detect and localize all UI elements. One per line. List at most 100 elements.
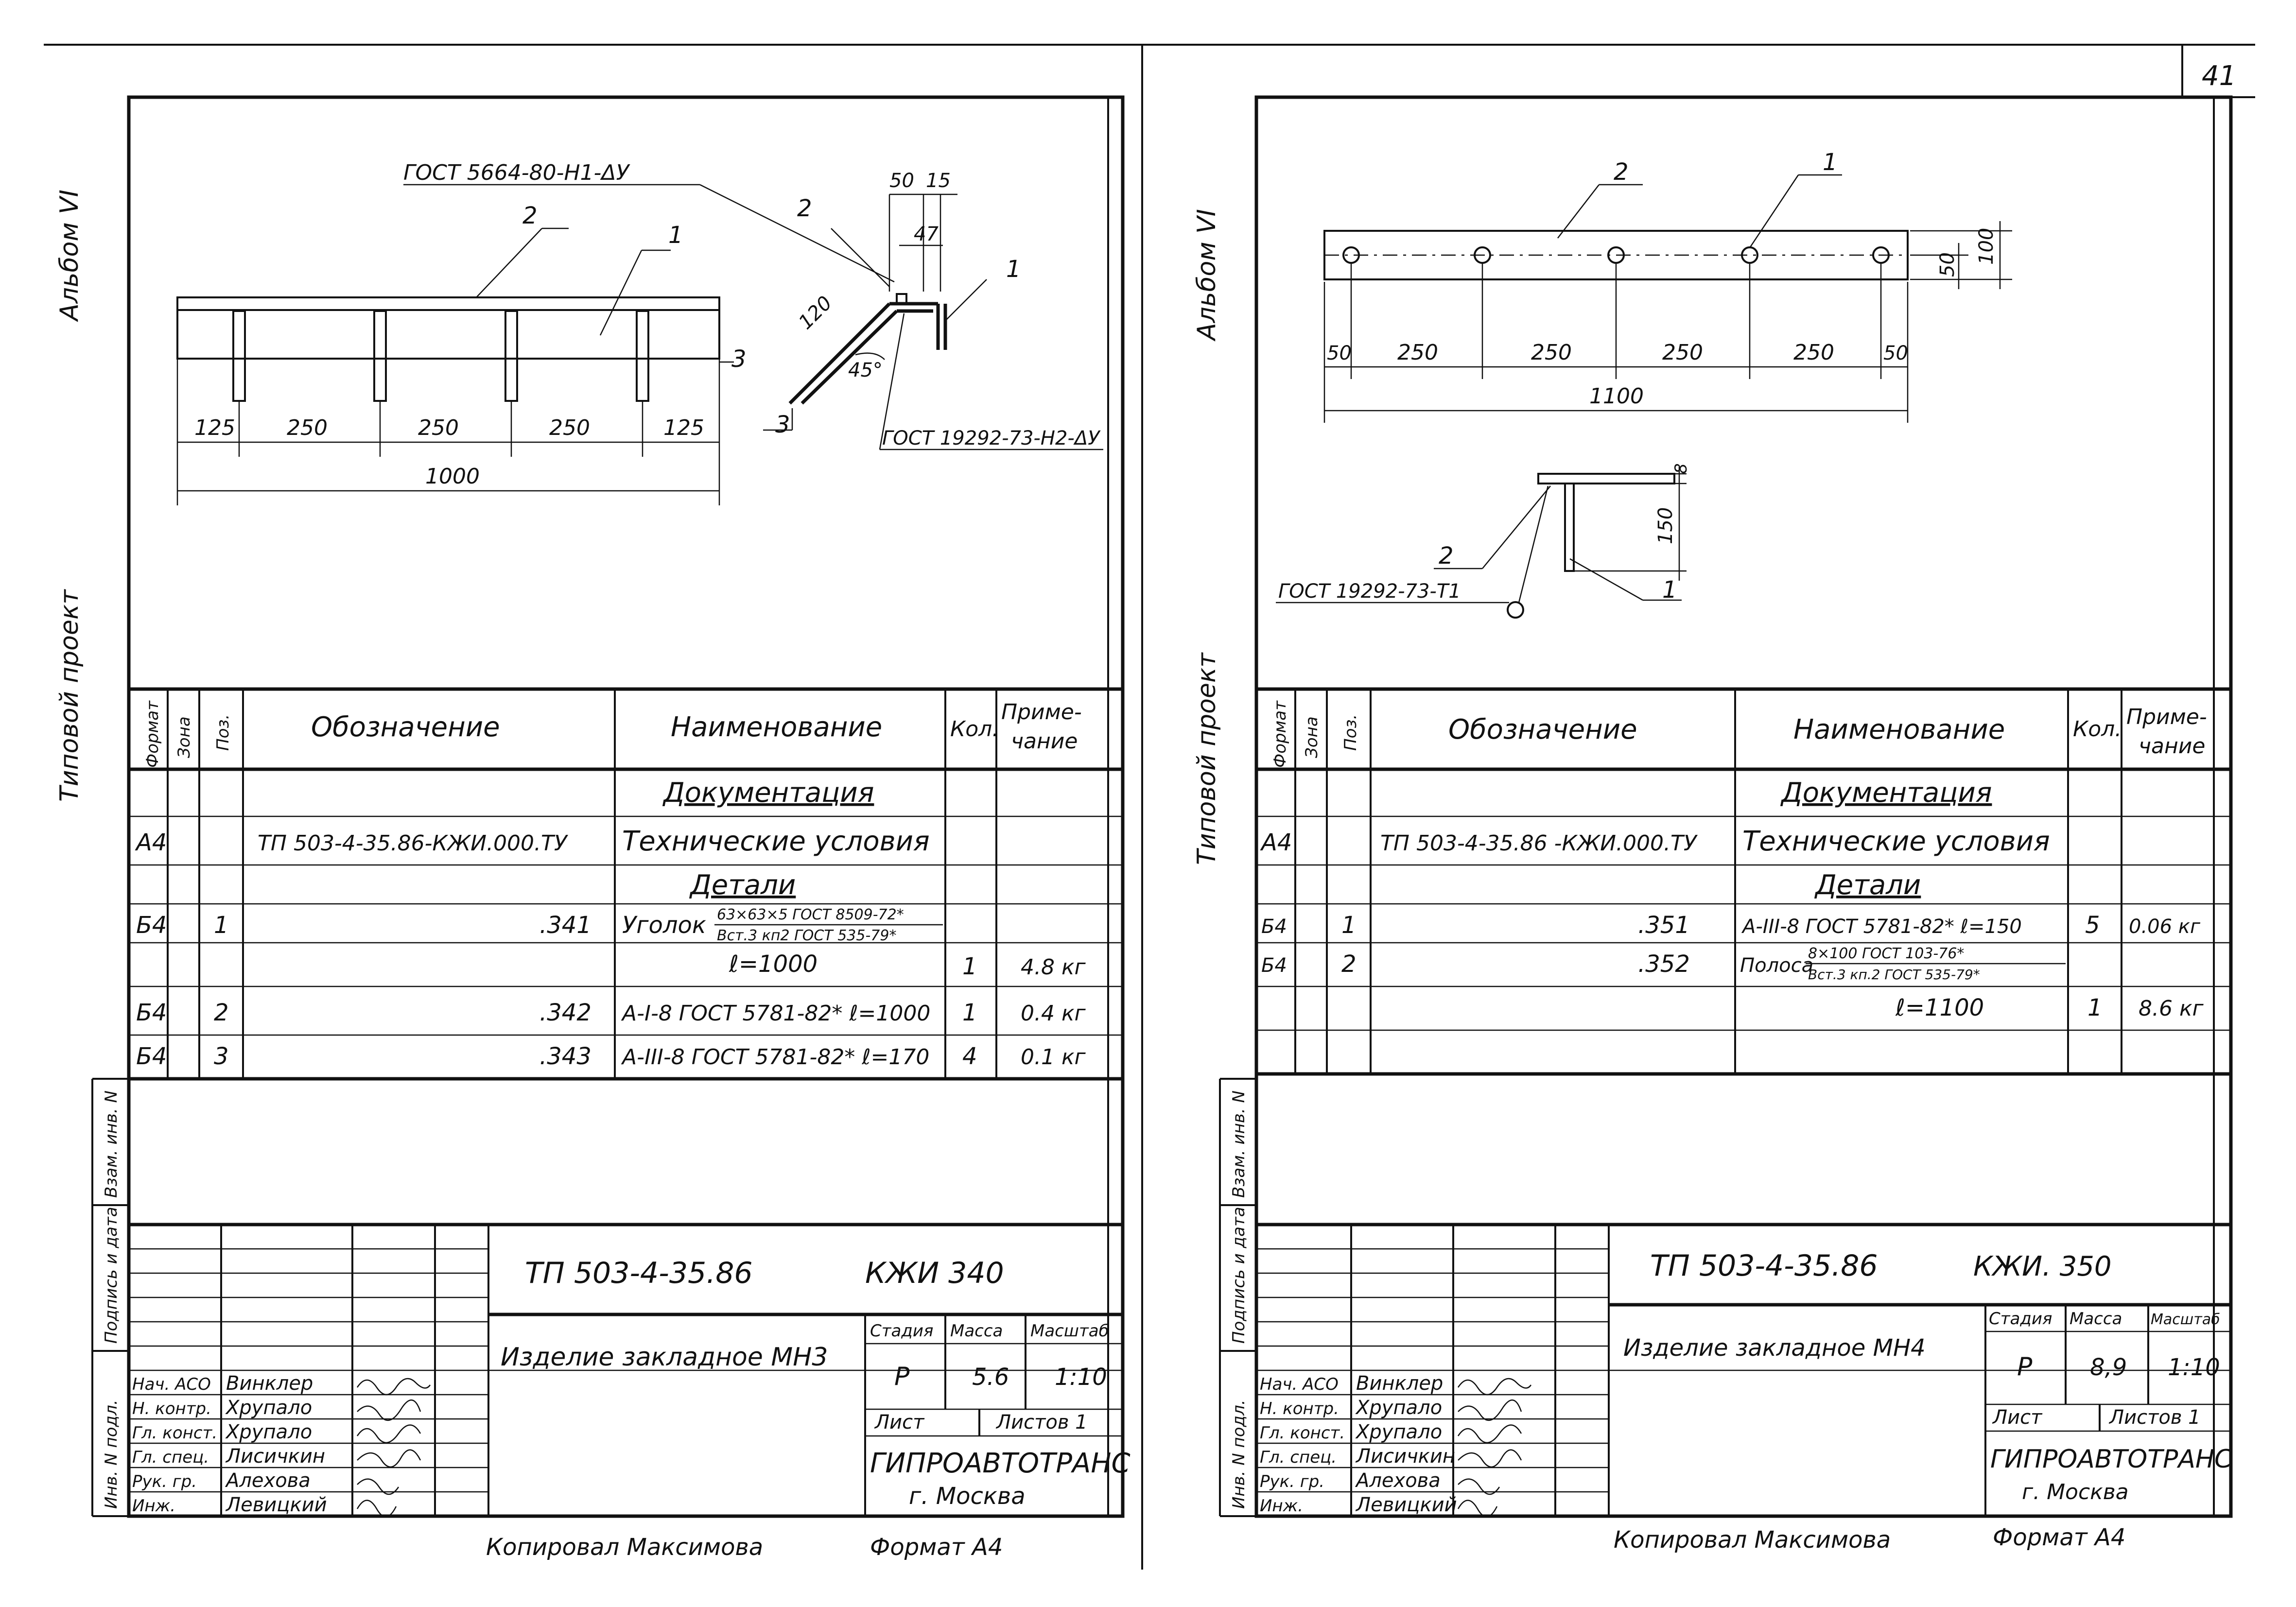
project-label: Типовой проект [1192, 652, 1221, 865]
col-header-pos: Поз. [213, 714, 233, 751]
cell-name: Уголок [622, 912, 706, 939]
cell-name: А-III-8 ГОСТ 5781-82* ℓ=170 [621, 1045, 929, 1070]
cell-note: 4.8 кг [1021, 955, 1086, 980]
gost-label: ГОСТ 19292-73-Н2-ΔУ [882, 427, 1101, 449]
pos-label: 1 [1823, 149, 1838, 176]
person-name: Хрупало [1355, 1397, 1442, 1419]
left-sheet: Альбом VI Типовой проект Взам. инв. N По… [55, 95, 1131, 1561]
col-header-note: Приме- [1001, 700, 1082, 725]
cell-qty: 1 [962, 999, 977, 1026]
album-label: Альбом VI [55, 190, 84, 322]
col-header-zone: Зона [174, 716, 194, 758]
org-name: ГИПРОАВТОТРАНС [1990, 1445, 2232, 1474]
copied-by: Копировал Максимова [486, 1534, 763, 1561]
cell-name-fraction: 8×100 ГОСТ 103-76* [1808, 945, 1964, 962]
right-drawing: 2 1 50 250 250 250 250 50 1100 [1276, 149, 2012, 619]
person-name: Лисичкин [225, 1445, 325, 1468]
dim-label: 15 [926, 170, 951, 192]
copied-by: Копировал Максимова [1614, 1526, 1891, 1554]
person-name: Левицкий [1355, 1494, 1457, 1516]
cell-format: А4 [1260, 829, 1292, 856]
left-drawing: 2 1 3 125 250 250 250 125 1000 [176, 160, 1103, 505]
cell-designation: .341 [539, 912, 591, 939]
cell-pos: 1 [214, 912, 229, 939]
col-header-qty: Кол. [2073, 717, 2122, 742]
signature [1458, 1449, 1522, 1468]
mass-label: Масса [950, 1321, 1003, 1341]
signature [1458, 1399, 1522, 1421]
doc-code: ТП 503-4-35.86 [1650, 1249, 1878, 1283]
person-name: Хрупало [225, 1421, 312, 1443]
dim-label: 250 [287, 415, 328, 440]
cell-qty: 5 [2085, 912, 2100, 939]
dim-label: 125 [194, 415, 235, 440]
cell-pos: 2 [214, 999, 229, 1026]
stage-label: Стадия [1989, 1309, 2052, 1329]
right-frame [1254, 95, 2233, 1518]
person-name: Лисичкин [1355, 1445, 1455, 1468]
col-header-note: Приме- [2126, 705, 2207, 729]
col-header-format: Формат [1270, 700, 1290, 768]
cell-format: А4 [135, 829, 167, 856]
dim-label: 250 [1397, 340, 1438, 365]
pos-label: 2 [522, 202, 538, 229]
doc-mark: КЖИ 340 [865, 1256, 1004, 1290]
gost-label: ГОСТ 19292-73-Т1 [1278, 580, 1461, 603]
cell-pos: 3 [214, 1043, 229, 1070]
cell-format: Б4 [1261, 954, 1287, 977]
sheets-label: Листов 1 [2108, 1406, 2201, 1429]
role-label: Инж. [132, 1496, 175, 1516]
dim-label: 250 [418, 415, 459, 440]
cell-pos: 2 [1341, 950, 1357, 978]
sheet-label: Лист [1992, 1406, 2043, 1429]
col-header-designation: Обозначение [1448, 714, 1637, 745]
signature [1457, 1378, 1532, 1396]
signature [1458, 1478, 1500, 1495]
inv-replace-label: Взам. инв. N [1229, 1090, 1249, 1198]
signature [356, 1424, 421, 1444]
dim-label: 50 [1936, 252, 1959, 277]
role-label: Н. контр. [1260, 1399, 1339, 1418]
cell-note: 0.4 кг [1021, 1001, 1086, 1026]
person-name: Хрупало [1355, 1421, 1442, 1443]
cell-name: ℓ=1100 [1895, 994, 1984, 1021]
cell-format: Б4 [136, 912, 167, 939]
pos-label: 3 [731, 346, 747, 373]
cell-name-fraction: Вст.3 кп2 ГОСТ 535-79* [717, 927, 896, 944]
cell-qty: 1 [962, 953, 977, 980]
cell-name: А-III-8 ГОСТ 5781-82* ℓ=150 [1741, 916, 2022, 938]
signature [357, 1449, 421, 1468]
dim-label: 1100 [1589, 384, 1644, 409]
dim-label: 150 [1654, 507, 1677, 544]
col-header-name: Наименование [671, 711, 882, 743]
person-name: Хрупало [225, 1397, 312, 1419]
right-sheet: Альбом VI Типовой проект Взам. инв. N По… [1192, 95, 2233, 1554]
gost-label: ГОСТ 5664-80-Н1-ΔУ [403, 160, 631, 185]
mass-label: Масса [2070, 1309, 2122, 1329]
pos-label: 2 [797, 195, 812, 222]
album-label: Альбом VI [1192, 209, 1221, 342]
format-label: Формат А4 [1993, 1524, 2125, 1551]
dim-label: 45° [848, 359, 883, 381]
role-label: Нач. АСО [1260, 1375, 1339, 1394]
dim-label: 47 [914, 223, 939, 245]
dim-label: 125 [663, 415, 704, 440]
col-header-qty: Кол. [950, 717, 999, 742]
cell-name: А-I-8 ГОСТ 5781-82* ℓ=1000 [621, 1001, 930, 1026]
cell-note: 0.06 кг [2129, 916, 2201, 938]
cell-designation: ТП 503-4-35.86 -КЖИ.000.ТУ [1380, 831, 1698, 856]
cell-designation: ТП 503-4-35.86-КЖИ.000.ТУ [258, 831, 569, 856]
signature [356, 1500, 397, 1518]
item-title: Изделие закладное МН4 [1623, 1334, 1926, 1362]
dim-label: 120 [795, 292, 837, 334]
cell-qty: 1 [2087, 994, 2103, 1021]
sheet-label: Лист [874, 1411, 925, 1434]
sheets-label: Листов 1 [995, 1411, 1088, 1434]
pos-label: 1 [1662, 576, 1677, 604]
cell-designation: .343 [539, 1043, 591, 1070]
dim-label: 250 [1793, 340, 1834, 365]
col-header-designation: Обозначение [311, 711, 500, 743]
dim-label: 50 [1883, 342, 1908, 364]
org-city: г. Москва [909, 1483, 1026, 1510]
